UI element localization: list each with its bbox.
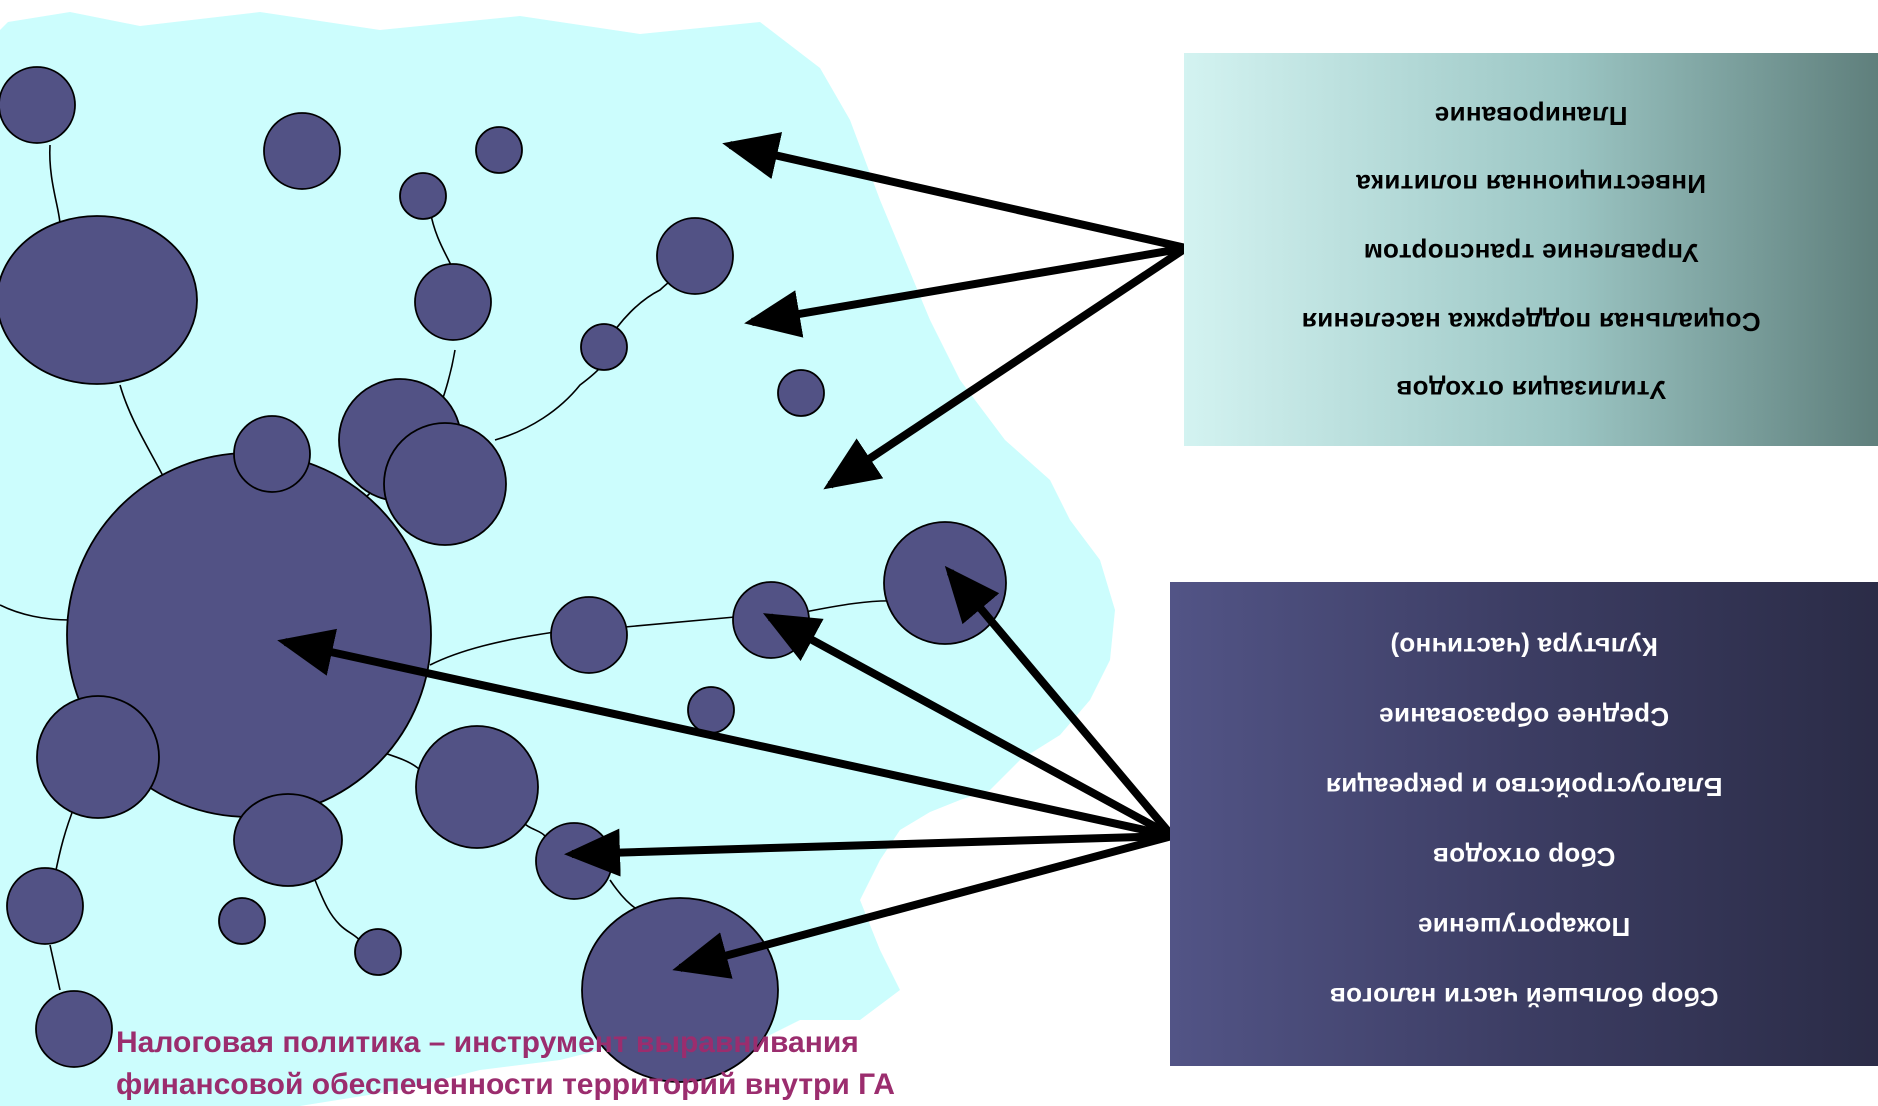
arrow: [672, 832, 1174, 979]
lower-box-line: Пожаротушение: [1417, 912, 1631, 943]
caption-line: финансовой обеспеченности территорий вну…: [116, 1068, 895, 1101]
upper-box-line: Социальная поддержка населения: [1301, 306, 1761, 337]
node: [233, 793, 343, 887]
node: [580, 323, 628, 371]
lower-box-line: Среднее образование: [1378, 702, 1670, 733]
node: [35, 990, 113, 1068]
upper-box-line: Утилизация отходов: [1396, 375, 1666, 406]
node: [475, 126, 523, 174]
node: [656, 217, 734, 295]
arrow: [744, 244, 1187, 338]
node: [0, 215, 198, 385]
node: [883, 521, 1007, 645]
lower-box-line: Сбор большей части налогов: [1329, 982, 1719, 1013]
caption: Налоговая политика – инструмент выравнив…: [116, 1022, 1116, 1106]
territory-nodes: [0, 66, 1007, 1083]
node: [0, 66, 76, 144]
node: [414, 263, 492, 341]
node: [233, 415, 311, 493]
lower-box-line: Сбор отходов: [1432, 842, 1616, 873]
node: [383, 422, 507, 546]
caption-line: Налоговая политика – инструмент выравнив…: [116, 1026, 859, 1059]
node: [777, 369, 825, 417]
node: [354, 928, 402, 976]
node: [218, 897, 266, 945]
upper-functions-box: Утилизация отходов Социальная поддержка …: [1184, 53, 1878, 446]
node: [415, 725, 539, 849]
upper-box-line: Управление транспортом: [1363, 238, 1699, 269]
node: [36, 695, 160, 819]
node: [399, 172, 447, 220]
node: [550, 596, 628, 674]
arrow: [762, 613, 1174, 840]
lower-box-line: Благоустройство и рекреация: [1325, 772, 1723, 803]
node: [6, 867, 84, 945]
node: [687, 686, 735, 734]
arrow: [722, 132, 1187, 252]
arrow: [823, 244, 1189, 490]
arrows: [277, 132, 1189, 979]
lower-box-line: Культура (частично): [1390, 632, 1658, 663]
arrow: [564, 828, 1173, 877]
lower-functions-box: Сбор большей части налогов Пожаротушение…: [1170, 582, 1878, 1066]
arrow: [944, 565, 1176, 839]
node: [535, 822, 613, 900]
node: [263, 112, 341, 190]
upper-box-line: Инвестиционная политика: [1356, 169, 1706, 200]
arrow: [277, 628, 1173, 840]
upper-box-line: Планирование: [1434, 100, 1628, 131]
